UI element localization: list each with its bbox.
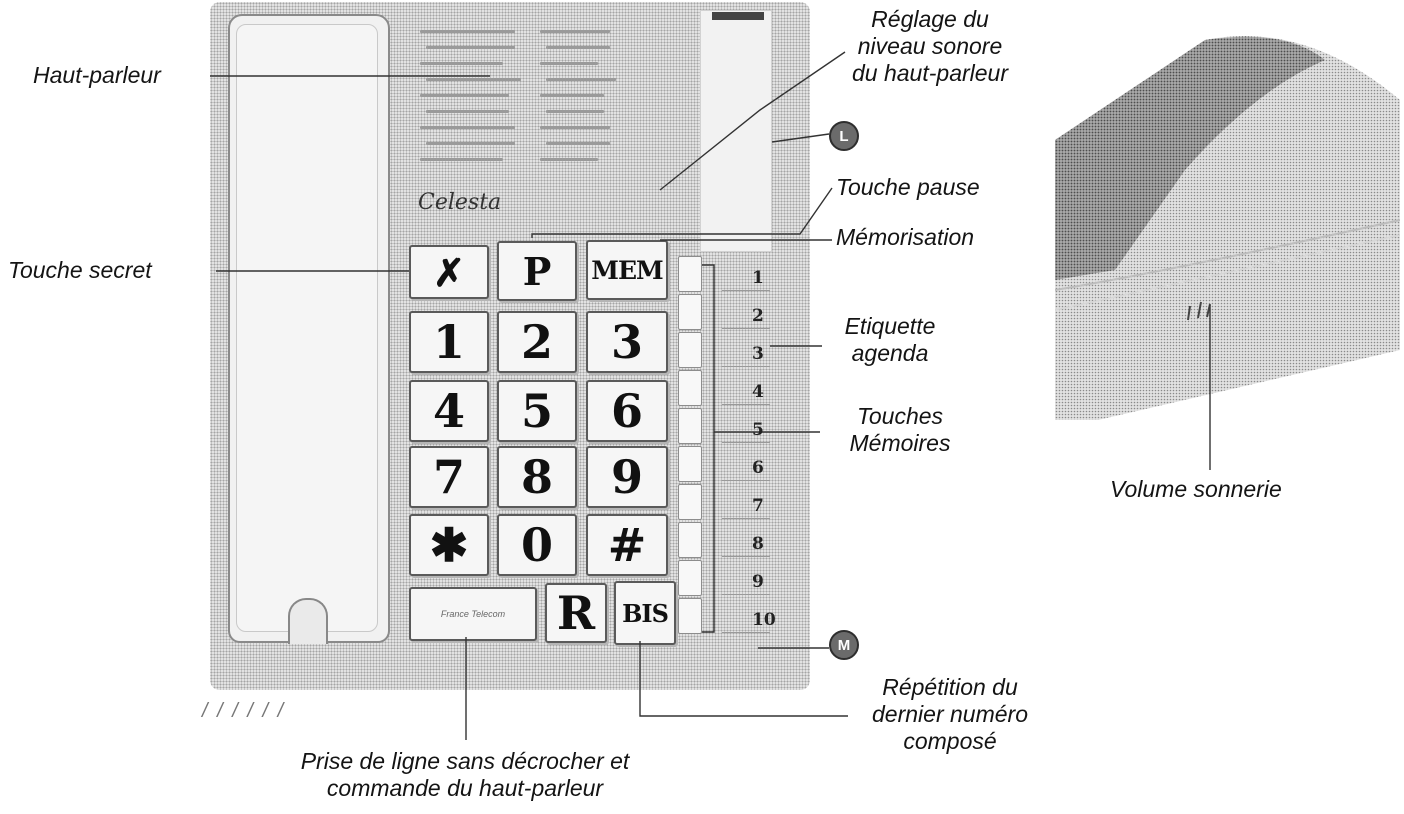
memory-label-rule <box>722 442 770 443</box>
memory-key[interactable] <box>678 370 702 406</box>
memory-label-rule <box>722 366 770 367</box>
memory-label-rule <box>722 594 770 595</box>
grille-slit <box>426 46 515 49</box>
key-7[interactable]: 7 <box>409 446 489 508</box>
label-volume-sonnerie: Volume sonnerie <box>1110 476 1282 502</box>
memory-label-number: 5 <box>752 420 764 440</box>
memory-label-number: 6 <box>752 458 764 478</box>
grille-slit <box>420 126 515 129</box>
key-5[interactable]: 5 <box>497 380 577 442</box>
grille-slit <box>546 46 610 49</box>
label-etiquette-line1: Etiquette <box>844 313 936 339</box>
label-repetition-line1: Répétition du <box>882 674 1018 700</box>
label-reglage-line2: niveau sonore <box>857 33 1003 59</box>
grille-slit <box>540 94 604 97</box>
memory-key[interactable] <box>678 522 702 558</box>
memory-label-number: 3 <box>752 344 764 364</box>
key-hash[interactable]: # <box>586 514 668 576</box>
label-touches-line1: Touches <box>856 403 944 429</box>
grille-slit <box>540 30 610 33</box>
memory-label-rule <box>722 480 770 481</box>
connector-m-badge: M <box>829 630 859 660</box>
memory-label-number: 9 <box>752 572 764 592</box>
grille-slit <box>420 158 503 161</box>
grille-slit <box>420 62 503 65</box>
label-touche-pause: Touche pause <box>836 174 980 200</box>
speaker-grille <box>420 30 620 180</box>
brand-logo: Celesta <box>418 190 502 215</box>
phone-feet: / / / / / / <box>202 700 286 722</box>
grille-slit <box>426 78 521 81</box>
grille-slit <box>540 126 610 129</box>
grille-slit <box>420 30 515 33</box>
memorisation-key[interactable]: MEM <box>586 240 668 300</box>
memory-key[interactable] <box>678 446 702 482</box>
recall-key[interactable]: R <box>545 583 607 643</box>
grille-slit <box>426 110 509 113</box>
memory-label-rule <box>722 290 770 291</box>
key-6[interactable]: 6 <box>586 380 668 442</box>
pause-key[interactable]: P <box>497 241 577 301</box>
grille-slit <box>546 110 604 113</box>
secret-key[interactable]: ✗ <box>409 245 489 299</box>
memory-label-number: 4 <box>752 382 764 402</box>
memory-label-number: 2 <box>752 306 764 326</box>
label-memorisation: Mémorisation <box>836 224 975 250</box>
key-9[interactable]: 9 <box>586 446 668 508</box>
memory-key[interactable] <box>678 294 702 330</box>
label-prise-de-ligne: Prise de ligne sans décrocher et command… <box>250 748 680 802</box>
grille-slit <box>426 142 515 145</box>
label-reglage-line1: Réglage du <box>871 6 989 32</box>
label-repetition-line2: dernier numéro <box>872 701 1028 727</box>
key-star[interactable]: ✱ <box>409 514 489 576</box>
speaker-volume-cap <box>712 12 764 20</box>
label-etiquette: Etiquette agenda <box>800 313 980 367</box>
key-1[interactable]: 1 <box>409 311 489 373</box>
key-2[interactable]: 2 <box>497 311 577 373</box>
label-repetition: Répétition du dernier numéro composé <box>830 674 1070 755</box>
memory-label-number: 1 <box>752 268 764 288</box>
grille-slit <box>546 78 616 81</box>
grille-slit <box>420 94 509 97</box>
label-prise-line1: Prise de ligne sans décrocher et <box>300 748 630 774</box>
memory-label-rule <box>722 632 770 633</box>
cord-notch <box>288 598 328 644</box>
label-reglage: Réglage du niveau sonore du haut-parleur <box>820 6 1040 87</box>
label-touches-memoires: Touches Mémoires <box>810 403 990 457</box>
label-repetition-line3: composé <box>903 728 997 754</box>
memory-key[interactable] <box>678 256 702 292</box>
key-3[interactable]: 3 <box>586 311 668 373</box>
grille-slit <box>540 158 598 161</box>
memory-key[interactable] <box>678 408 702 444</box>
label-prise-line2: commande du haut-parleur <box>326 775 604 801</box>
memory-key[interactable] <box>678 598 702 634</box>
memory-key[interactable] <box>678 560 702 596</box>
label-reglage-line3: du haut-parleur <box>852 60 1008 86</box>
label-touches-line2: Mémoires <box>849 430 951 456</box>
memory-label-number: 10 <box>752 610 776 630</box>
memory-label-rule <box>722 518 770 519</box>
grille-slit <box>546 142 610 145</box>
label-touche-secret: Touche secret <box>8 257 152 283</box>
phone-side-view <box>1055 36 1400 420</box>
handset-inner <box>236 24 378 632</box>
memory-label-number: 7 <box>752 496 764 516</box>
label-haut-parleur: Haut-parleur <box>33 62 161 88</box>
memory-key[interactable] <box>678 484 702 520</box>
connector-l-badge: L <box>829 121 859 151</box>
memory-label-rule <box>722 328 770 329</box>
memory-label-rule <box>722 404 770 405</box>
key-0[interactable]: 0 <box>497 514 577 576</box>
grille-slit <box>540 62 598 65</box>
speaker-volume-slider[interactable] <box>700 10 772 252</box>
memory-label-number: 8 <box>752 534 764 554</box>
key-8[interactable]: 8 <box>497 446 577 508</box>
key-4[interactable]: 4 <box>409 380 489 442</box>
label-etiquette-line2: agenda <box>851 340 929 366</box>
memory-label-rule <box>722 556 770 557</box>
speakerphone-key[interactable]: France Telecom <box>409 587 537 641</box>
redial-key[interactable]: BIS <box>614 581 676 645</box>
memory-key[interactable] <box>678 332 702 368</box>
